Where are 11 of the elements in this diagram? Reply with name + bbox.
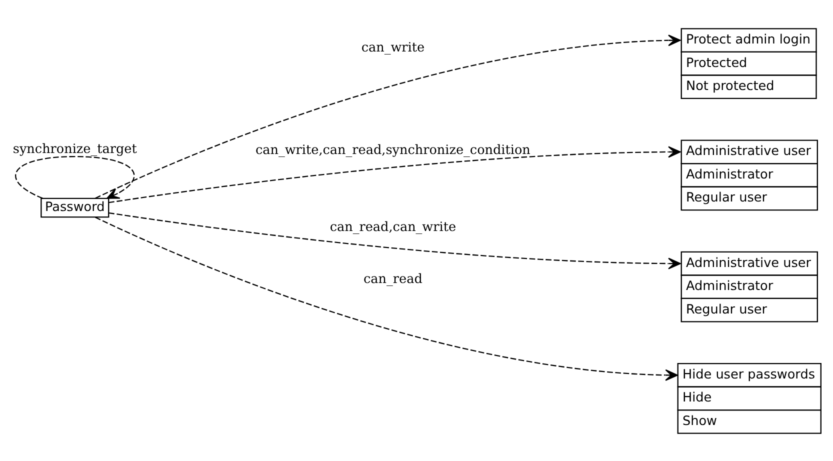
edge-label: can_read xyxy=(364,272,422,287)
node-box: Password xyxy=(40,197,110,218)
arrow xyxy=(15,156,135,198)
edge-label: can_write,can_read,synchronize_condition xyxy=(255,142,530,158)
edge-label: can_write xyxy=(361,40,425,56)
arrow xyxy=(94,216,678,380)
edge-label: can_read,can_write xyxy=(330,219,456,234)
arrow xyxy=(95,34,681,198)
arrow xyxy=(108,212,681,269)
arrow xyxy=(108,146,681,203)
edge-label: synchronize_target xyxy=(12,141,137,156)
